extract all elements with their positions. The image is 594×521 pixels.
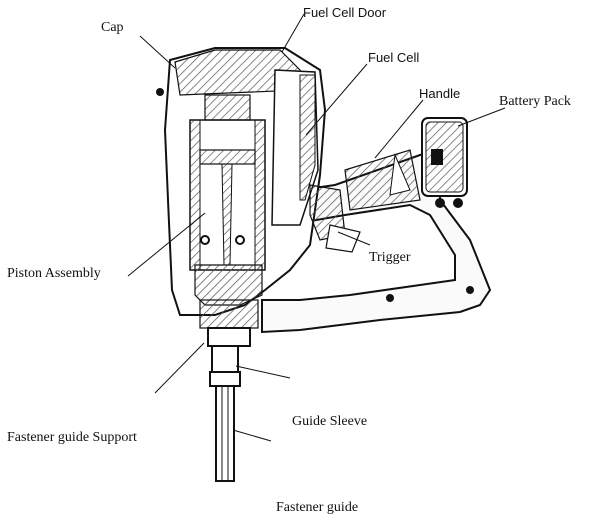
label-trigger: Trigger xyxy=(369,250,411,265)
main-housing xyxy=(156,47,361,316)
label-cap: Cap xyxy=(101,20,124,35)
battery-pack-body xyxy=(421,117,468,197)
label-fuel-cell-door: Fuel Cell Door xyxy=(303,5,387,20)
label-fastener-guide: Fastener guide xyxy=(276,500,359,515)
label-piston-assembly: Piston Assembly xyxy=(7,266,101,281)
leader-lines xyxy=(127,13,506,442)
label-fuel-cell: Fuel Cell xyxy=(368,50,420,65)
label-handle: Handle xyxy=(419,86,461,101)
fastener-guide-assembly xyxy=(199,299,259,482)
label-fastener-guide-support: Fastener guide Support xyxy=(7,430,137,445)
label-guide-sleeve: Guide Sleeve xyxy=(292,414,368,429)
label-battery-pack: Battery Pack xyxy=(499,94,571,109)
